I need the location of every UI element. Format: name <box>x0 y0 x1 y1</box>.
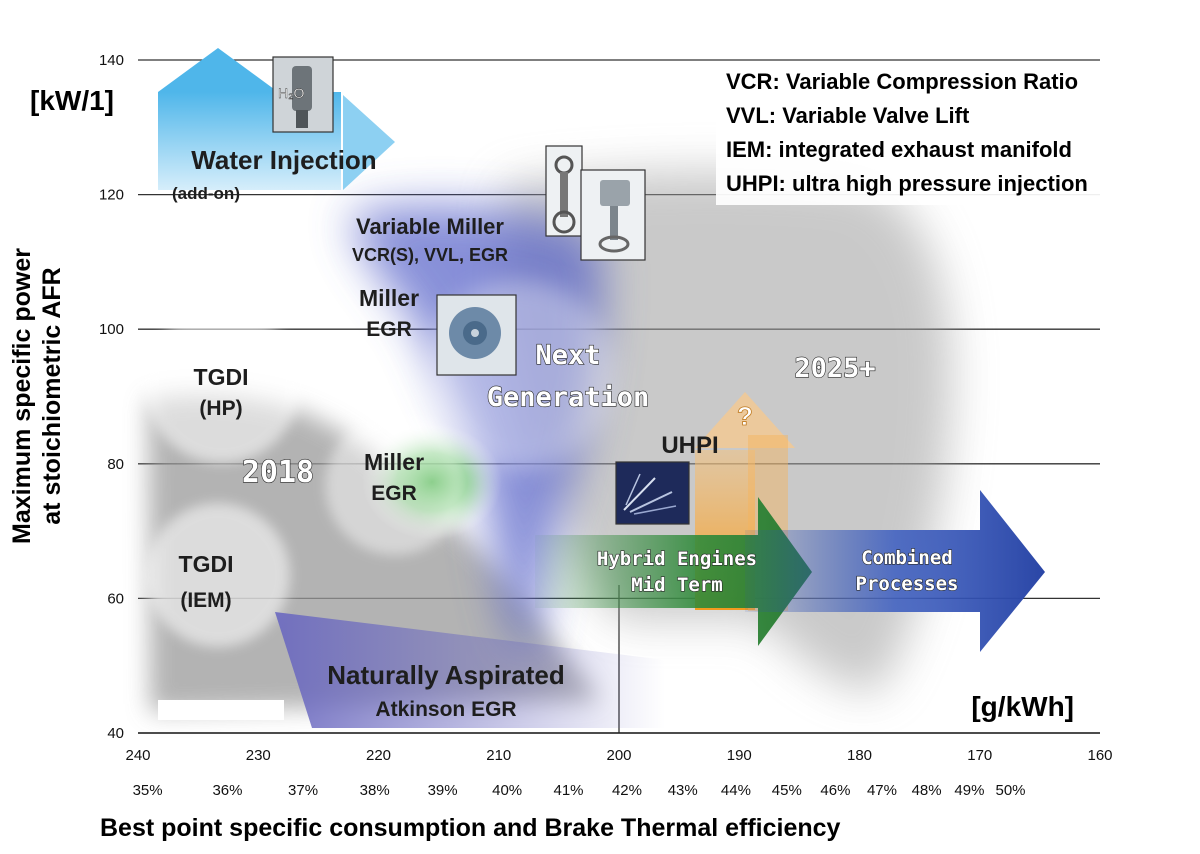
region-2018-shape <box>148 395 600 712</box>
water-injector-icon: H₂O <box>272 56 334 133</box>
efficiency-tick-label: 43% <box>668 782 698 799</box>
efficiency-tick-label: 50% <box>995 782 1025 799</box>
efficiency-tick-label: 45% <box>772 782 802 799</box>
x-tick-label: 210 <box>486 747 511 764</box>
region-miller-circle <box>325 415 465 555</box>
x-tick-label: 190 <box>727 747 752 764</box>
x-tick-label: 220 <box>366 747 391 764</box>
efficiency-tick-label: 44% <box>721 782 751 799</box>
y-tick-label: 60 <box>107 590 124 607</box>
efficiency-tick-label: 48% <box>912 782 942 799</box>
y-tick-label: 140 <box>99 52 124 69</box>
efficiency-tick-label: 40% <box>492 782 522 799</box>
white-patch <box>158 700 284 720</box>
efficiency-tick-label: 37% <box>288 782 318 799</box>
water-arrow-up <box>158 48 278 92</box>
efficiency-tick-label: 39% <box>428 782 458 799</box>
y-tick-label: 120 <box>99 187 124 204</box>
con-rod-icon <box>545 145 583 237</box>
water-arrow-right <box>343 95 395 190</box>
region-label-na: Naturally Aspirated <box>327 660 564 690</box>
efficiency-tick-label: 38% <box>360 782 390 799</box>
y-axis-title-line: at stoichiometric AFR <box>38 267 66 524</box>
x-tick-label: 200 <box>606 747 631 764</box>
legend-entry: VVL: Variable Valve Lift <box>726 103 970 128</box>
efficiency-tick-label: 47% <box>867 782 897 799</box>
axes: 40 60 80 100 120 140 240 230 220 210 200 190 180 170 1… <box>8 52 1113 842</box>
region-tgdi-iem-circle <box>146 503 290 647</box>
region-label-miller-egr-top: EGR <box>366 318 412 341</box>
x-tick-label: 160 <box>1087 747 1112 764</box>
region-label-tgdi-iem: (IEM) <box>180 589 231 612</box>
legend-box <box>716 63 1190 205</box>
x-unit-label: [g/kWh] <box>971 691 1074 722</box>
legend-entry: IEM: integrated exhaust manifold <box>726 137 1072 162</box>
x-axis-title: Best point specific consumption and Brak… <box>100 814 841 842</box>
efficiency-tick-label: 35% <box>133 782 163 799</box>
question-mark: ? <box>737 401 753 431</box>
x-tick-label: 170 <box>967 747 992 764</box>
y-unit-label: [kW/1] <box>30 85 114 116</box>
efficiency-tick-label: 36% <box>212 782 242 799</box>
region-shapes <box>144 48 1045 728</box>
region-label-variable-miller: VCR(S), VVL, EGR <box>352 245 508 265</box>
injector-spray-icon <box>615 461 690 525</box>
y-tick-label: 80 <box>107 456 124 473</box>
x-tick-label: 230 <box>246 747 271 764</box>
region-label-next-gen: Next <box>535 340 600 371</box>
uhpi-arrow-head <box>695 392 795 448</box>
legend-entry: VCR: Variable Compression Ratio <box>726 69 1078 94</box>
region-label-combined: Combined <box>861 547 953 569</box>
region-na-shape <box>275 612 665 728</box>
region-label-na: Atkinson EGR <box>375 698 516 721</box>
region-label-hybrid: Mid Term <box>631 574 723 596</box>
region-label-miller-egr-green: Miller <box>364 449 424 475</box>
region-label-y2018: 2018 <box>242 455 314 490</box>
region-tgdi-hp-circle <box>144 307 300 463</box>
region-label-combined: Processes <box>856 573 959 595</box>
h2o-label: H₂O <box>278 85 305 101</box>
piston-icon <box>580 169 646 261</box>
x-tick-label: 180 <box>847 747 872 764</box>
region-label-miller-egr-green: EGR <box>371 482 417 505</box>
region-label-tgdi-hp: TGDI <box>194 364 249 390</box>
region-labels: Water Injection (add-on) TGDI (HP) TGDI (IEM)… <box>172 145 959 721</box>
efficiency-tick-label: 42% <box>612 782 642 799</box>
y-axis-title-line: Maximum specific power <box>8 248 36 544</box>
region-label-tgdi-hp: (HP) <box>199 397 242 420</box>
region-label-y2025: 2025+ <box>794 353 875 384</box>
y-tick-label: 100 <box>99 321 124 338</box>
combined-arrow <box>745 490 1045 652</box>
region-label-hybrid: Hybrid Engines <box>597 548 757 570</box>
region-label-miller-egr-top: Miller <box>359 285 419 311</box>
region-label-tgdi-iem: TGDI <box>179 551 234 577</box>
legend-entry: UHPI: ultra high pressure injection <box>726 171 1088 196</box>
turbocharger-icon <box>436 294 517 376</box>
efficiency-tick-label: 46% <box>820 782 850 799</box>
region-label-variable-miller: Variable Miller <box>356 214 504 239</box>
region-label-next-gen: Generation <box>487 382 650 413</box>
region-label-water: Water Injection <box>191 145 376 175</box>
region-label-water: (add-on) <box>172 184 240 203</box>
hybrid-arrow <box>535 497 812 646</box>
region-label-uhpi: UHPI <box>661 432 718 459</box>
x-tick-label: 240 <box>125 747 150 764</box>
y-tick-label: 40 <box>107 725 124 742</box>
efficiency-tick-label: 41% <box>554 782 584 799</box>
efficiency-tick-label: 49% <box>954 782 984 799</box>
